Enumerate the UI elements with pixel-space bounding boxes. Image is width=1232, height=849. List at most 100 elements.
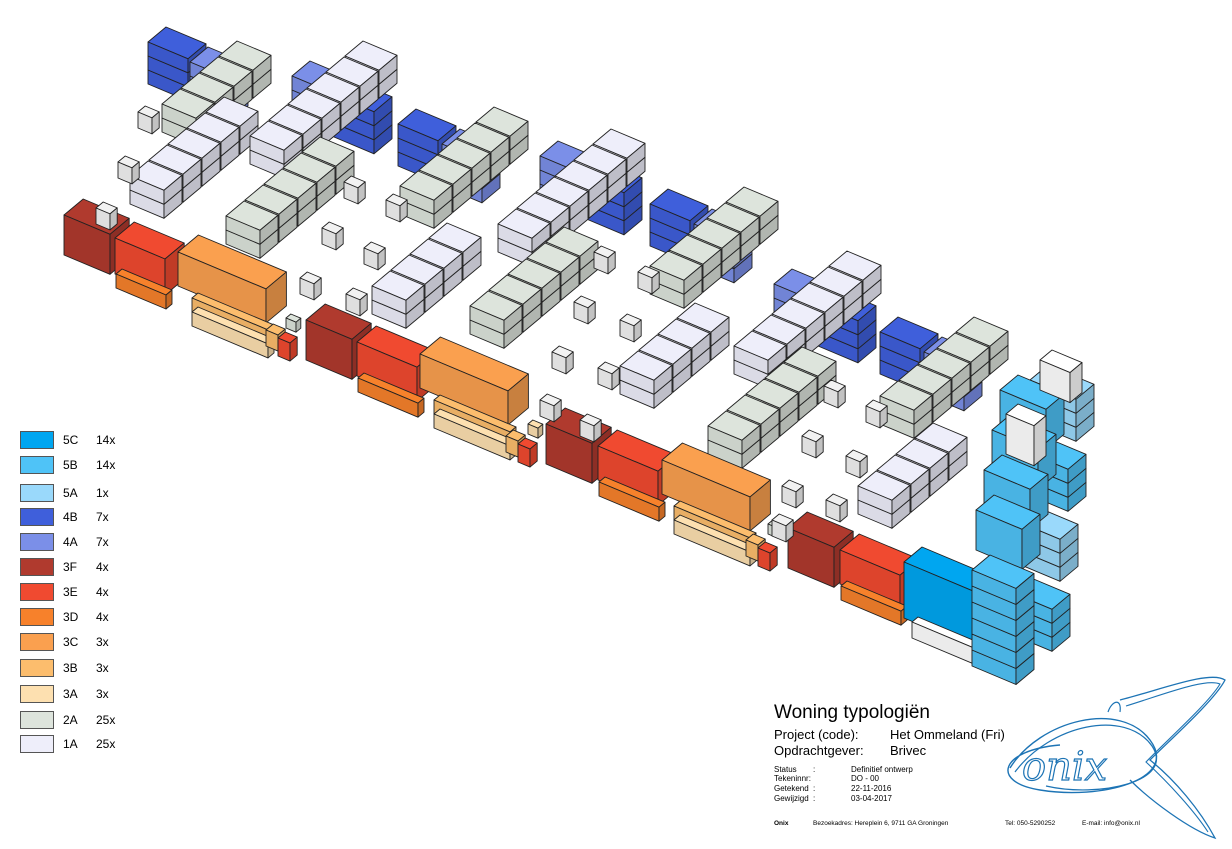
status-value: Definitief ontwerp: [851, 765, 913, 774]
legend-count: 25x: [96, 713, 116, 727]
legend-count: 4x: [96, 585, 109, 599]
onix-logo: onix: [1007, 676, 1226, 840]
block-side: [560, 256, 580, 287]
block-side: [741, 424, 761, 455]
legend-swatch: [20, 608, 54, 626]
block-side: [377, 247, 386, 271]
legend-code: 4A: [63, 535, 78, 549]
block-side: [683, 264, 703, 295]
changed-colon: :: [813, 794, 816, 803]
block-side: [710, 316, 730, 347]
block-side: [529, 442, 538, 468]
block-side: [611, 367, 620, 391]
drawn-colon: :: [813, 784, 816, 793]
block-side: [721, 232, 741, 263]
block-side: [553, 399, 562, 423]
legend-count: 4x: [96, 610, 109, 624]
legend-code: 5B: [63, 458, 78, 472]
block-side: [565, 351, 574, 375]
block-side: [399, 199, 408, 223]
legend-swatch: [20, 685, 54, 703]
block-side: [588, 174, 608, 205]
block-side: [302, 118, 322, 149]
legend-count: 3x: [96, 661, 109, 675]
svg-text:onix: onix: [1022, 744, 1107, 790]
block-side: [1075, 383, 1095, 414]
block-side: [378, 54, 398, 85]
legend-count: 14x: [96, 433, 116, 447]
project-value: Het Ommeland (Fri): [890, 727, 1005, 742]
block-side: [702, 248, 722, 279]
block-side: [531, 222, 551, 253]
legend-swatch: [20, 711, 54, 729]
block-side: [278, 198, 298, 229]
legend-code: 3F: [63, 560, 78, 574]
block-side: [951, 362, 971, 393]
block-side: [359, 293, 368, 317]
block-side: [913, 394, 933, 425]
legend-code: 2A: [63, 713, 78, 727]
legend-code: 5C: [63, 433, 79, 447]
block-side: [749, 479, 771, 532]
block-side: [503, 304, 523, 335]
block-side: [417, 397, 425, 418]
block-side: [779, 392, 799, 423]
legend-swatch: [20, 508, 54, 526]
block-side: [824, 296, 844, 327]
block-side: [837, 385, 846, 409]
block-side: [607, 251, 616, 275]
block-side: [340, 86, 360, 117]
block-side: [283, 134, 303, 165]
drawing-no-label: Tekeninnr:: [774, 774, 811, 783]
block-side: [948, 436, 968, 467]
block-side: [313, 277, 322, 301]
block-side: [507, 373, 529, 426]
block-side: [623, 177, 643, 208]
block-side: [932, 378, 952, 409]
block-side: [321, 102, 341, 133]
legend-swatch: [20, 659, 54, 677]
block-side: [373, 96, 393, 127]
legend-swatch: [20, 431, 54, 449]
block-side: [805, 312, 825, 343]
block-side: [335, 227, 344, 251]
block-side: [1033, 415, 1047, 467]
legend-count: 3x: [96, 635, 109, 649]
block-side: [265, 271, 287, 324]
block-side: [462, 236, 482, 267]
legend-count: 25x: [96, 737, 116, 751]
drawing-title: Woning typologiën: [774, 702, 930, 723]
project-label: Project (code):: [774, 727, 859, 742]
block-side: [587, 301, 596, 325]
drawing-no-value: DO - 00: [851, 774, 880, 783]
block-side: [839, 499, 848, 523]
block-side: [1051, 593, 1071, 624]
block-side: [740, 216, 760, 247]
block-side: [109, 207, 118, 231]
legend-code: 1A: [63, 737, 78, 751]
company-address: Bezoekadres: Hereplein 6, 9711 GA Gronin…: [813, 820, 949, 827]
company-phone: Tel: 050-5290252: [1005, 820, 1056, 827]
block-side: [569, 190, 589, 221]
block-side: [443, 252, 463, 283]
drawn-label: Getekend: [774, 784, 809, 793]
block-side: [295, 317, 302, 333]
block-side: [857, 305, 877, 336]
status-label: Status: [774, 765, 797, 774]
block-side: [509, 120, 529, 151]
block-side: [163, 174, 183, 205]
legend-code: 3D: [63, 610, 79, 624]
block-side: [769, 546, 778, 572]
legend-item-3d: 3D 4x: [20, 607, 109, 627]
block-side: [672, 348, 692, 379]
block-side: [795, 485, 804, 509]
block-side: [541, 272, 561, 303]
block-side: [452, 168, 472, 199]
block-side: [131, 161, 140, 185]
